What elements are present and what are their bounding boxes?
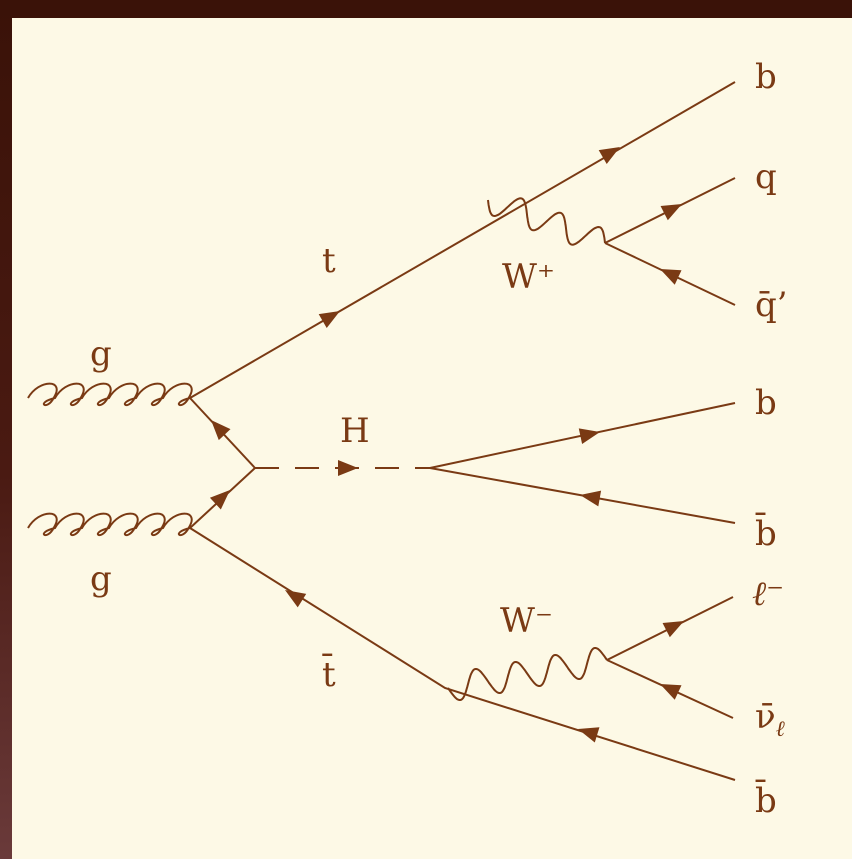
- arrow-higgs: [338, 460, 358, 476]
- arrow-b-from-higgs: [578, 428, 600, 444]
- top-quark-line: [189, 81, 736, 399]
- label-b-from-top: b: [755, 57, 777, 97]
- frame-left: [0, 0, 12, 859]
- arrow-antitop: [285, 590, 307, 608]
- label-antineutrino-main: ν̄: [755, 697, 776, 737]
- arrow-internal-lower: [209, 490, 230, 510]
- label-antitop: t̄: [322, 653, 336, 695]
- arrow-q: [660, 204, 682, 221]
- label-w-minus: W⁻: [500, 601, 553, 641]
- label-antineutrino: ν̄ℓ: [755, 697, 786, 742]
- label-higgs: H: [340, 411, 370, 451]
- label-antineutrino-subscript: ℓ: [776, 717, 786, 742]
- label-lepton: ℓ⁻: [752, 574, 784, 614]
- arrow-qbar-prime: [660, 269, 682, 285]
- arrow-internal-upper: [211, 420, 231, 441]
- gluon-line-top: [27, 382, 193, 407]
- frame-top: [0, 0, 852, 18]
- label-b-from-higgs: b: [755, 383, 777, 423]
- w-plus-line: [487, 197, 606, 246]
- arrow-top-quark: [598, 147, 620, 164]
- label-gluon-bottom: g: [90, 559, 112, 599]
- arrow-lepton: [662, 621, 684, 638]
- arrow-bbar-from-antitop: [578, 727, 600, 743]
- label-bbar-from-antitop: b̄: [755, 779, 777, 821]
- arrow-top-mid: [318, 311, 340, 328]
- gluon-line-bottom: [27, 512, 193, 537]
- label-q: q: [755, 157, 777, 197]
- antitop-quark-line: [189, 527, 736, 781]
- arrow-antineutrino: [660, 684, 682, 700]
- label-top: t: [322, 241, 336, 281]
- arrow-bbar-from-higgs: [580, 490, 602, 507]
- label-qbar-prime: q̄’: [755, 285, 788, 325]
- w-minus-line: [447, 647, 608, 701]
- label-gluon-top: g: [90, 334, 112, 374]
- label-w-plus: W⁺: [502, 257, 555, 297]
- diagram-panel: [12, 18, 852, 859]
- label-bbar-from-higgs: b̄: [755, 512, 777, 554]
